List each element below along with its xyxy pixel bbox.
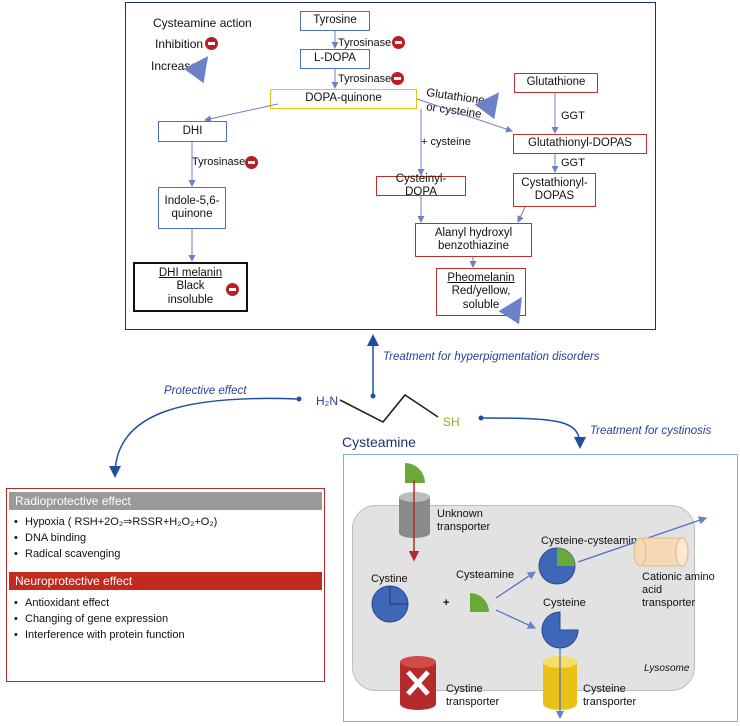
legend-title: Cysteamine action (153, 16, 252, 30)
neuroprotective-header: Neuroprotective effect (9, 572, 322, 590)
inhibition-icon (245, 156, 258, 169)
tyrosine-box: Tyrosine (300, 11, 370, 31)
neuroprotective-list: Antioxidant effect Changing of gene expr… (11, 595, 185, 643)
effects-panel: Radioprotective effect Hypoxia ( RSH+2O₂… (6, 488, 325, 682)
alanyl-box: Alanyl hydroxyl benzothiazine (415, 223, 532, 257)
treatment-cystinosis-label: Treatment for cystinosis (590, 425, 712, 437)
h2n-label: H₂N (316, 394, 338, 408)
treatment-hyperpigmentation-label: Treatment for hyperpigmentation disorder… (383, 351, 600, 363)
cysteine-label: Cysteine (543, 597, 586, 609)
plus-label: + (443, 597, 450, 609)
cationic-transporter-label: Cationic amino acid transporter (642, 571, 715, 609)
cysteinyl-dopa-box: Cysteinyl-DOPA (376, 173, 466, 198)
increase-icon (474, 92, 500, 120)
increase-icon (498, 297, 522, 325)
sh-label: SH (443, 415, 460, 429)
cysteamine-quarter-icon (470, 593, 489, 612)
glutathionyl-dopas-box: Glutathionyl-DOPAS (513, 134, 647, 154)
cystine-transporter-blocked-icon (400, 656, 436, 710)
unknown-transporter-label: Unknown transporter (437, 508, 491, 533)
lysosome-label: Lysosome (644, 663, 690, 674)
ggt-label-2: GGT (561, 157, 585, 169)
melanin-pathway-panel (125, 2, 656, 330)
ggt-label-1: GGT (561, 110, 585, 122)
increase-icon (183, 56, 209, 84)
reaction-arrows (495, 571, 537, 629)
tyrosinase-label-3: Tyrosinase (192, 156, 246, 168)
cysteamine-quarter-icon (405, 463, 425, 483)
glutathione-box: Glutathione (514, 73, 598, 93)
cystine-transporter-label: Cystine transporter (446, 683, 500, 708)
plus-cysteine-label: + cysteine (421, 136, 471, 148)
radioprotective-list: Hypoxia ( RSH+2O₂⇒RSSR+H₂O₂+O₂) DNA bind… (11, 514, 217, 562)
indole-box: Indole-5,6-quinone (158, 187, 226, 229)
cysteine-pie-icon (541, 611, 579, 649)
inhibition-icon (205, 37, 218, 50)
cysteamine-title: Cysteamine (342, 434, 416, 450)
cysteine-transporter-label: Cysteine transporter (583, 683, 637, 708)
cystinosis-arrow (478, 415, 586, 449)
legend-inhibition: Inhibition (155, 37, 204, 51)
protective-effect-arrow (109, 396, 302, 478)
list-item: Interference with protein function (11, 627, 185, 643)
cysteine-cysteamine-pie-icon (538, 547, 576, 585)
inhibition-icon (226, 283, 239, 296)
hyperpigmentation-arrow (367, 334, 379, 399)
pathway-arrows (188, 31, 559, 268)
list-item: Radical scavenging (11, 546, 217, 562)
dopaquinone-box: DOPA-quinone (270, 89, 417, 109)
radioprotective-header: Radioprotective effect (9, 492, 322, 510)
cationic-transporter-icon (633, 537, 689, 567)
inhibition-icon (391, 72, 404, 85)
tyrosinase-label-1: Tyrosinase (338, 37, 392, 49)
cysteamine-small-label: Cysteamine (456, 569, 515, 581)
list-item: Antioxidant effect (11, 595, 185, 611)
pheomelanin-title: Pheomelanin (447, 272, 515, 285)
tyrosinase-label-2: Tyrosinase (338, 73, 392, 85)
list-item: DNA binding (11, 530, 217, 546)
dhi-box: DHI (158, 121, 227, 142)
cystine-pie-icon (371, 585, 409, 623)
list-item: Changing of gene expression (11, 611, 185, 627)
cystinosis-panel (343, 454, 738, 722)
dhi-melanin-desc: Black insoluble (167, 280, 214, 306)
list-item: Hypoxia ( RSH+2O₂⇒RSSR+H₂O₂+O₂) (11, 514, 217, 530)
cystine-label: Cystine (371, 573, 408, 585)
protective-effect-label: Protective effect (164, 385, 247, 397)
cystathionyl-dopas-box: Cystathionyl-DOPAS (513, 173, 596, 207)
cysteine-cysteamine-label: Cysteine-cysteamine (541, 535, 644, 547)
pheomelanin-desc: Red/yellow, soluble (451, 285, 511, 311)
ldopa-box: L-DOPA (300, 49, 370, 69)
dhi-melanin-title: DHI melanin (158, 267, 223, 280)
inhibition-icon (392, 36, 405, 49)
cysteamine-molecule (339, 393, 439, 424)
